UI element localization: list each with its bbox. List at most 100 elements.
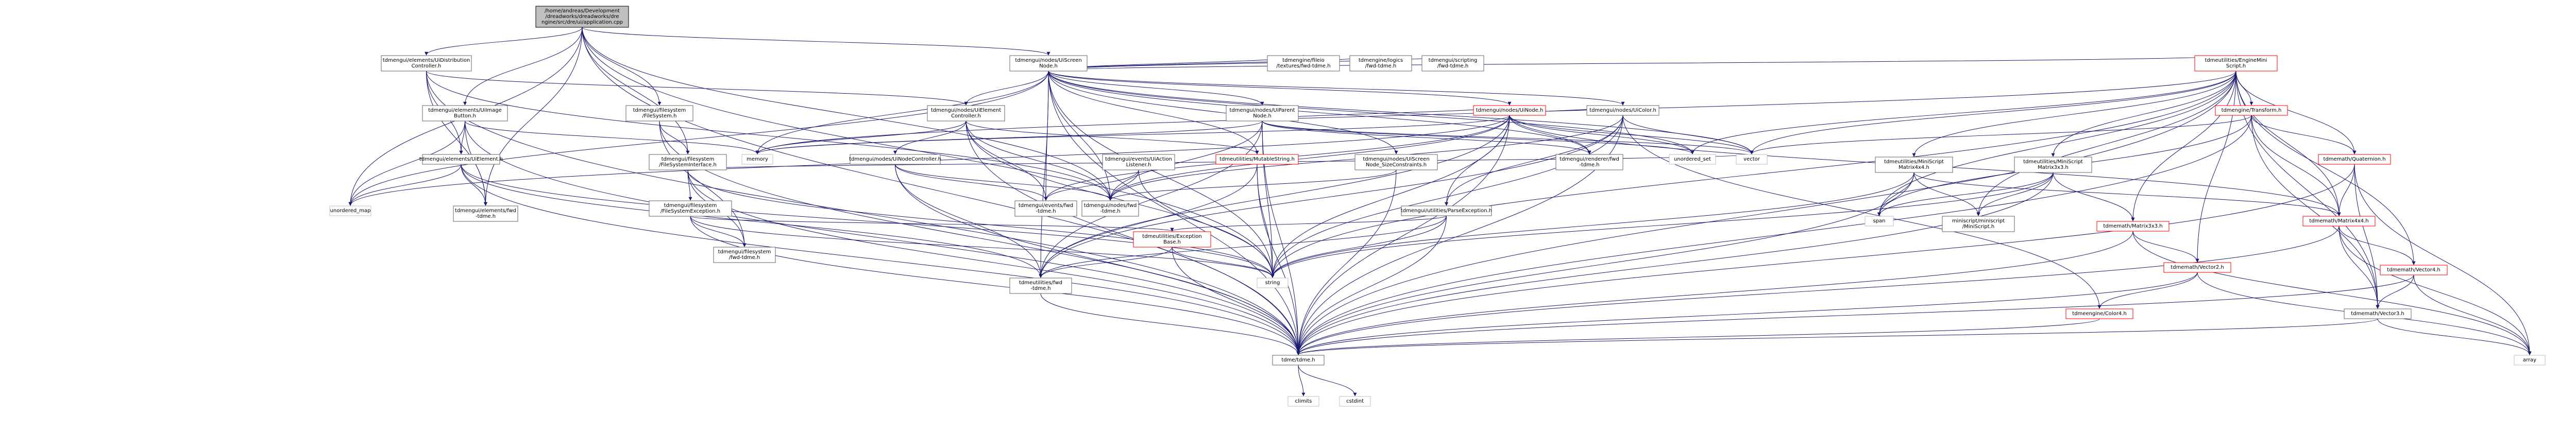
edge-parentnode-to-memory xyxy=(755,120,1263,154)
node-array[interactable]: array xyxy=(2514,355,2546,366)
node-distrib[interactable]: tdmengui/elements/UiDistributionControll… xyxy=(381,55,472,72)
node-label: tdmengui/utilities/ParseException.h xyxy=(1401,208,1492,214)
edge-vector4-to-tdmeh xyxy=(1296,274,2414,355)
graph-nodes: /home/andreas/Development/dreadworks/dre… xyxy=(329,6,2546,407)
node-label: tdmengui/elements/UiDistribution xyxy=(383,58,470,63)
edge-fsexception-to-exceptionbase xyxy=(690,216,1174,232)
node-mutablestring[interactable]: tdmeutilities/MutableString.h xyxy=(1215,154,1299,165)
node-label: Matrix3x3.h xyxy=(2038,165,2069,170)
node-span[interactable]: span xyxy=(1865,216,1894,227)
edge-uicolor-to-vector xyxy=(1622,115,1754,154)
node-string[interactable]: string xyxy=(1257,278,1289,288)
edge-color4-to-tdmeh xyxy=(1296,318,2100,355)
node-box xyxy=(2318,154,2391,165)
node-screenconstraints[interactable]: tdmengui/nodes/UiScreenNode_SizeConstrai… xyxy=(1354,154,1438,170)
node-label: memory xyxy=(747,157,768,162)
node-renderfwd[interactable]: tdmengui/renderer/fwd-tdme.h xyxy=(1555,154,1623,170)
edge-uicolor-to-color4 xyxy=(1622,115,2102,309)
node-matrix3[interactable]: tdmemath/Matrix3x3.h xyxy=(2096,221,2170,232)
node-logicsfwd[interactable]: tdmengine/logics/fwd-tdme.h xyxy=(1349,55,1412,72)
edge-root-to-string xyxy=(582,27,1275,278)
node-transform[interactable]: tdmengine/Transform.h xyxy=(2215,105,2288,116)
node-box xyxy=(2344,308,2412,319)
node-label: tdmengui/filesystem xyxy=(664,203,717,209)
node-fsexception[interactable]: tdmengui/filesystem/FileSystemException.… xyxy=(649,200,732,217)
node-box xyxy=(1942,216,2015,232)
node-memory[interactable]: memory xyxy=(741,154,773,165)
edge-root-to-tdmeh xyxy=(582,27,1300,355)
node-box xyxy=(649,200,732,217)
node-label: tdmengui/elements/UiImage xyxy=(428,108,502,113)
node-climits[interactable]: climits xyxy=(1287,396,1319,407)
node-vector4[interactable]: tdmemath/Vector4.h xyxy=(2380,265,2448,275)
node-color4[interactable]: tdmeengine/Color4.h xyxy=(2065,308,2133,319)
node-label: -tdme.h xyxy=(1030,286,1050,291)
node-box xyxy=(329,205,371,216)
node-label: /home/andreas/Development xyxy=(545,8,620,14)
edge-docscreen-to-renderfwd xyxy=(1048,71,1591,154)
node-vector3[interactable]: tdmemath/Vector3.h xyxy=(2344,308,2412,319)
edge-matrix3-to-array xyxy=(2132,231,2532,355)
node-utilfwd[interactable]: tdmeutilities/fwd-tdme.h xyxy=(1009,278,1072,294)
node-label: tdmemath/Vector4.h xyxy=(2387,267,2440,273)
edge-nodecontroller-to-utilfwd xyxy=(895,164,1043,278)
node-label: tdmeutilities/Exception xyxy=(1142,234,1201,239)
node-uielement[interactable]: tdmengui/elements/UiElement.h xyxy=(419,154,503,165)
node-quaternion[interactable]: tdmemath/Quaternion.h xyxy=(2318,154,2391,165)
node-tdmeh[interactable]: tdme/tdme.h xyxy=(1272,355,1325,366)
node-elfwd[interactable]: tdmengui/elements/fwd-tdme.h xyxy=(453,205,518,222)
edge-minimatrix-to-string xyxy=(1270,172,1914,278)
node-box xyxy=(2163,262,2231,273)
node-miniscriptfwd[interactable]: miniscript/miniscript/MiniScript.h xyxy=(1942,216,2015,232)
edge-fsexception-to-tdmeh xyxy=(690,216,1300,355)
node-vector[interactable]: vector xyxy=(1736,154,1768,165)
node-box xyxy=(1669,154,1716,165)
node-nodesfwd[interactable]: tdmengui/nodes/fwd-tdme.h xyxy=(1081,200,1139,217)
edge-actionlistener-to-nodesfwd xyxy=(1108,169,1139,201)
node-vector2[interactable]: tdmemath/Vector2.h xyxy=(2163,262,2231,273)
node-eventsfwd[interactable]: tdmengui/events/fwd-tdme.h xyxy=(1014,200,1077,217)
edge-engineminiscript-to-tdmeh xyxy=(1296,71,2236,355)
edge-parseexception-to-tdmeh xyxy=(1296,215,1447,355)
node-label: Node.h xyxy=(1253,113,1272,119)
node-label: /FileSystem.h xyxy=(642,113,677,119)
edge-root-to-elfwd xyxy=(484,27,583,206)
node-texturesfwd[interactable]: tdmengine/fileio/textures/fwd-tdme.h xyxy=(1267,55,1340,72)
node-label: tdmengui/elements/fwd xyxy=(455,208,516,214)
node-fsfwd[interactable]: tdmengui/filesystem/fwd-tdme.h xyxy=(713,247,776,263)
node-label: Script.h xyxy=(2226,63,2246,69)
edge-transform-to-tdmeh xyxy=(1296,115,2252,355)
node-label: tdmengui/events/UiAction xyxy=(1105,157,1172,162)
node-uset[interactable]: unordered_set xyxy=(1669,154,1716,165)
node-cstdint[interactable]: cstdint xyxy=(1339,396,1371,407)
edge-matrix3-to-vector2 xyxy=(2132,231,2199,263)
node-label: tdmeutilities/MutableString.h xyxy=(1219,157,1295,162)
edge-docscreen-to-uiparent xyxy=(964,71,1049,106)
node-nodecontroller[interactable]: tdmengui/nodes/UiNodeController.h xyxy=(849,154,941,165)
edge-matrix4-to-vector4 xyxy=(2338,226,2416,265)
node-root[interactable]: /home/andreas/Development/dreadworks/dre… xyxy=(535,6,629,28)
node-uinode[interactable]: tdmengui/nodes/UiNode.h xyxy=(1473,105,1546,116)
node-parseexception[interactable]: tdmengui/utilities/ParseException.h xyxy=(1401,205,1492,216)
edge-uielement-to-utilfwd xyxy=(461,164,1043,278)
node-filesystem[interactable]: tdmengui/filesystem/FileSystem.h xyxy=(625,105,693,122)
edge-fsinterface-to-tdmeh xyxy=(687,169,1300,355)
edge-root-to-nodesfwd xyxy=(582,27,1112,201)
node-uomap[interactable]: unordered_map xyxy=(329,205,371,216)
node-matrix4[interactable]: tdmemath/Matrix4x4.h xyxy=(2302,216,2376,227)
node-fsinterface[interactable]: tdmengui/filesystem/FileSystemInterface.… xyxy=(649,154,727,170)
node-scriptingfwd[interactable]: tdmengui/scripting/fwd-tdme.h xyxy=(1421,55,1484,72)
edge-minimatrix33-to-matrix3 xyxy=(2053,172,2135,221)
node-box xyxy=(453,205,518,222)
edge-engineminiscript-to-span xyxy=(1877,71,2236,216)
node-uicolor[interactable]: tdmengui/nodes/UiColor.h xyxy=(1586,105,1659,116)
